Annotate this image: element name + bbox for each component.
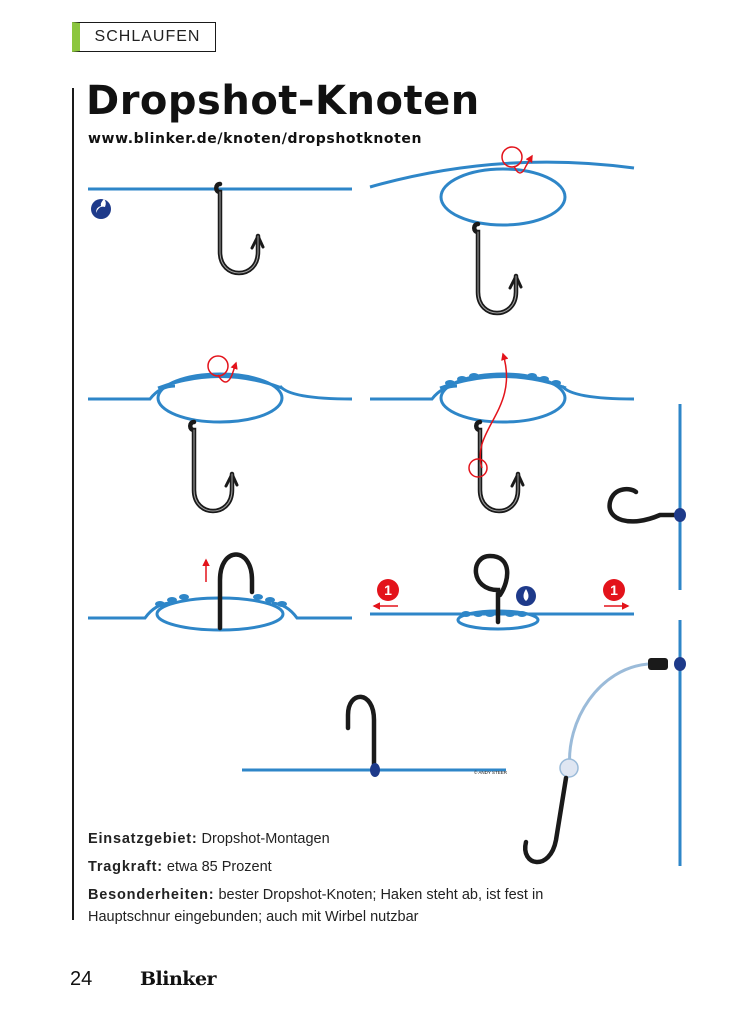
page-title: Dropshot-Knoten bbox=[86, 78, 480, 124]
info-einsatzgebiet: Einsatzgebiet: Dropshot-Montagen bbox=[88, 828, 628, 850]
tragkraft-value: etwa 85 Prozent bbox=[166, 859, 272, 875]
hook bbox=[190, 422, 237, 511]
einsatz-label: Einsatzgebiet: bbox=[88, 831, 198, 847]
besonder-label: Besonderheiten: bbox=[88, 887, 215, 903]
step-marker-left: 1 bbox=[372, 579, 399, 610]
info-besonderheiten: Besonderheiten: bester Dropshot-Knoten; … bbox=[88, 884, 618, 928]
info-tragkraft: Tragkraft: etwa 85 Prozent bbox=[88, 856, 628, 878]
step-marker-left-label: 1 bbox=[384, 582, 392, 598]
brand-logo: Blinker bbox=[140, 968, 217, 990]
page-number: 24 bbox=[70, 968, 93, 990]
swivel bbox=[648, 658, 668, 670]
hook bbox=[474, 224, 521, 313]
rig-top bbox=[607, 404, 686, 590]
side-rule bbox=[72, 88, 74, 920]
step-marker-right: 1 bbox=[603, 579, 630, 610]
water-drop-icon bbox=[516, 586, 536, 606]
section-label: SCHLAUFEN bbox=[94, 28, 201, 45]
step-5 bbox=[88, 552, 352, 632]
step-marker-right-label: 1 bbox=[610, 582, 618, 598]
section-tag: SCHLAUFEN bbox=[72, 22, 216, 52]
illustration-credit: © ANDY STEER bbox=[474, 769, 508, 775]
rabbit-icon bbox=[91, 199, 111, 219]
knot-url[interactable]: www.blinker.de/knoten/dropshotknoten bbox=[88, 131, 423, 147]
step-1 bbox=[88, 184, 352, 273]
tragkraft-label: Tragkraft: bbox=[88, 859, 163, 875]
rig-bottom bbox=[522, 620, 686, 866]
knot bbox=[370, 763, 380, 777]
step-3 bbox=[88, 355, 353, 511]
einsatz-value: Dropshot-Montagen bbox=[201, 831, 330, 847]
bead bbox=[559, 758, 579, 778]
grip-marker bbox=[501, 146, 523, 168]
hook bbox=[216, 184, 263, 273]
step-7-finished: © ANDY STEER bbox=[242, 694, 508, 777]
step-6: 1 1 bbox=[370, 553, 634, 631]
step-2 bbox=[369, 146, 635, 313]
knot bbox=[674, 508, 686, 522]
grip-marker bbox=[468, 458, 488, 478]
step-4 bbox=[370, 352, 635, 511]
besonder-value: bester Dropshot-Knoten; Haken steht ab, … bbox=[88, 887, 544, 925]
hook bbox=[476, 422, 523, 511]
knot bbox=[674, 657, 686, 671]
